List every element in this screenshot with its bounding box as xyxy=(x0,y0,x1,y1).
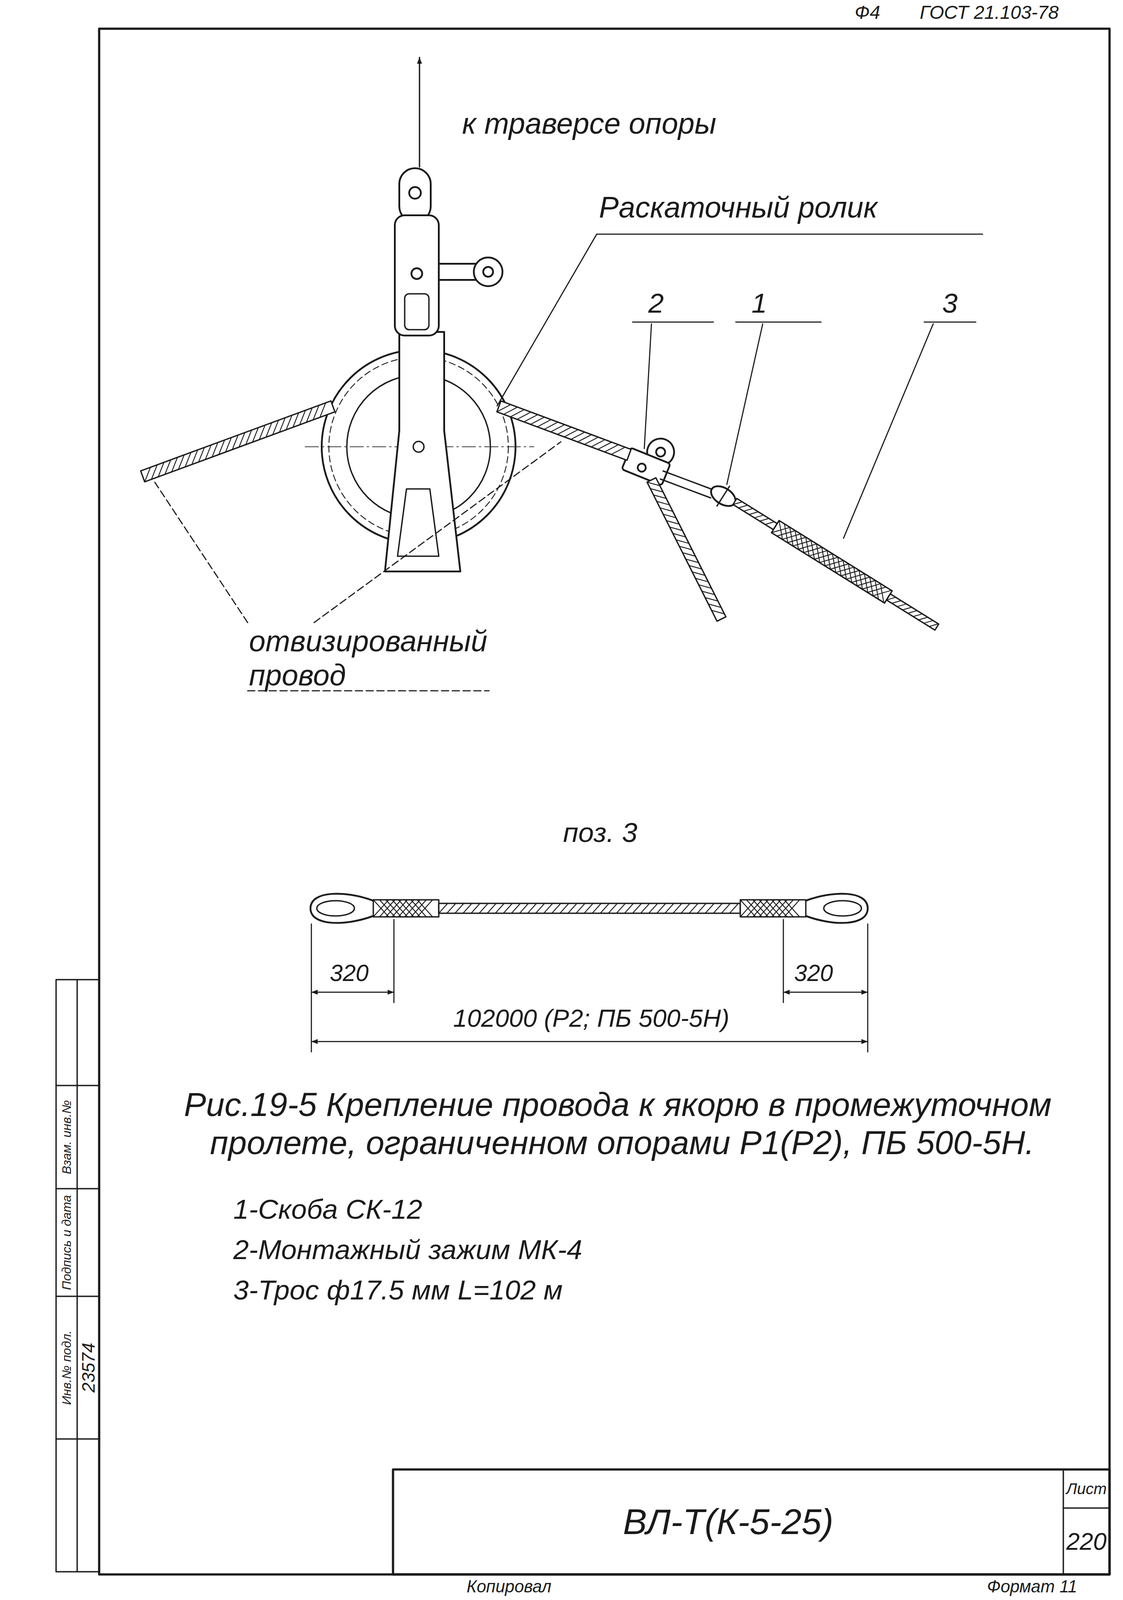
title-block xyxy=(393,1469,1110,1575)
cell-text: Инв.№ подл. xyxy=(59,1330,74,1406)
stamp-text: Копировал xyxy=(466,1577,552,1598)
part-name: Раскаточный ролик xyxy=(598,190,878,225)
standard-ref-text: ГОСТ 21.103-78 xyxy=(919,1,1059,23)
format-mark: Ф4 xyxy=(854,1,881,24)
rope-splice xyxy=(373,900,439,918)
dimension-lines xyxy=(311,919,868,1053)
part-name-text: отвизированный провод xyxy=(249,624,488,692)
direction-label-text: к траверсе опоры xyxy=(462,106,717,140)
standard-ref: ГОСТ 21.103-78 xyxy=(919,1,1059,24)
side-stamp xyxy=(56,979,100,1573)
title-block-cell: ВЛ-Т(К-5-25) xyxy=(393,1469,1064,1575)
dimension-text: 102000 (Р2; ПБ 500-5Н) xyxy=(453,1004,730,1033)
callout-number-text: 1 xyxy=(751,287,767,319)
caption-text: Рис.19-5 Крепление провода к якорю в про… xyxy=(183,1085,1077,1163)
sighted-wire xyxy=(140,401,336,482)
shackle-pin xyxy=(716,486,730,507)
parts-list-item: 3-Трос ф17.5 мм L=102 м xyxy=(233,1274,563,1307)
stamp-cell: Подпись и дата xyxy=(56,1188,78,1297)
stamp-cell: Взам. инв.№ xyxy=(56,1085,78,1189)
dimension: 320 xyxy=(329,960,369,988)
parts-list-item-text: 2-Монтажный зажим МК-4 xyxy=(233,1234,583,1266)
cell-text: ВЛ-Т(К-5-25) xyxy=(622,1501,834,1543)
part-name-text: Раскаточный ролик xyxy=(598,190,878,224)
stamp-text-text: Копировал xyxy=(466,1577,552,1597)
rope-body xyxy=(438,903,741,914)
dimension-text: 320 xyxy=(329,960,369,987)
parts-list-item: 2-Монтажный зажим МК-4 xyxy=(233,1233,583,1266)
parts-list-item: 1-Скоба СК-12 xyxy=(233,1193,423,1226)
mounting-clamp xyxy=(621,428,679,486)
callout-number: 1 xyxy=(751,287,767,319)
stamp-cell: 23574 xyxy=(77,1296,100,1440)
part-name: отвизированный провод xyxy=(249,624,528,693)
stamp-cell: Инв.№ подл. xyxy=(56,1296,78,1440)
cell-text: Лист xyxy=(1066,1480,1107,1499)
parts-list-item-text: 3-Трос ф17.5 мм L=102 м xyxy=(233,1274,563,1306)
anchor-rope xyxy=(886,594,939,631)
wire-to-anchor xyxy=(646,477,726,622)
direction-arrow xyxy=(419,57,421,167)
direction-label: к траверсе опоры xyxy=(462,106,717,141)
view-label-text: поз. 3 xyxy=(563,817,638,848)
anchor-rope xyxy=(733,498,778,530)
figure-caption: Рис.19-5 Крепление провода к якорю в про… xyxy=(183,1085,1077,1163)
rope-splice xyxy=(771,520,893,604)
callout-number-text: 3 xyxy=(942,287,958,319)
sheet-label-cell: Лист xyxy=(1063,1469,1110,1509)
callout-number: 2 xyxy=(648,287,664,319)
rope-eye xyxy=(310,893,868,923)
stamp-text: Формат 11 xyxy=(987,1577,1078,1598)
cell-text: 220 xyxy=(1066,1527,1107,1556)
clamp-link xyxy=(660,471,714,499)
cell-text: Взам. инв.№ xyxy=(59,1100,74,1175)
stamp-text-text: Формат 11 xyxy=(987,1577,1078,1597)
dimension: 320 xyxy=(794,960,834,988)
cell-text: Подпись и дата xyxy=(59,1195,74,1291)
callout-number-text: 2 xyxy=(648,287,664,319)
rope-splice xyxy=(740,900,806,918)
pulley-hanger xyxy=(384,168,503,572)
dimension-text: 320 xyxy=(794,960,834,987)
sighted-wire xyxy=(496,401,631,461)
leader-lines xyxy=(154,234,983,691)
view-label: поз. 3 xyxy=(563,816,638,849)
sheet-frame xyxy=(99,28,1110,1575)
format-mark-text: Ф4 xyxy=(854,1,881,23)
parts-list-item-text: 1-Скоба СК-12 xyxy=(233,1193,423,1225)
callout-number: 3 xyxy=(942,287,958,319)
cell-text: 23574 xyxy=(78,1342,99,1393)
sheet-number-cell: 220 xyxy=(1063,1508,1110,1575)
dimension: 102000 (Р2; ПБ 500-5Н) xyxy=(453,1004,730,1033)
rope-hatching xyxy=(140,401,940,918)
